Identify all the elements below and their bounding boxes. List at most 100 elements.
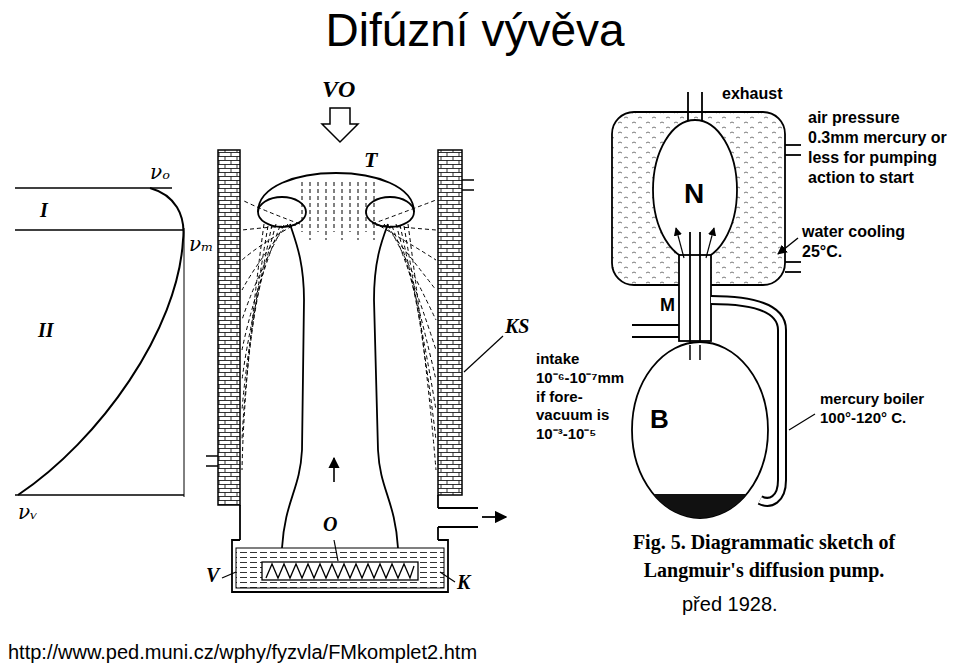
glass-tube: [676, 228, 684, 258]
glass-tube: [689, 232, 691, 345]
vapor-jet: [388, 225, 436, 320]
annotation: water cooling 25°C.: [802, 222, 942, 262]
cooling-jacket: [438, 150, 462, 495]
pump-body: [437, 527, 439, 540]
vapor-jet: [326, 182, 327, 240]
nozzle-chimney: [374, 224, 398, 548]
glass-tube: [699, 232, 701, 345]
vapor-jet: [374, 182, 375, 240]
velocity-graph: [15, 187, 172, 189]
vapor-jet: [384, 224, 436, 290]
pump-body: [232, 540, 448, 592]
liquid: [236, 548, 444, 588]
leader-line: [464, 336, 503, 372]
leader-line: [440, 572, 455, 582]
vapor-jet: [400, 225, 436, 410]
leader-line: [334, 540, 338, 561]
vapor-jet: [242, 200, 300, 224]
inlet-label: VO: [322, 74, 355, 104]
vapor-jet: [392, 226, 436, 350]
vapor-jet: [242, 224, 264, 470]
velocity-graph: [18, 188, 183, 495]
annotation: intake 10⁻⁶-10⁻⁷mm if fore- vacuum is 10…: [536, 350, 626, 444]
nozzle-cap: [366, 197, 414, 227]
glass-tube: [706, 228, 714, 258]
part-label: V: [206, 563, 219, 588]
part-label: K: [457, 570, 470, 595]
vapor-jet: [342, 182, 343, 240]
page-title: Difúzní vývěva: [0, 2, 955, 60]
vapor-jet: [242, 182, 436, 470]
flow-arrow: [322, 108, 358, 142]
side-tube: [789, 414, 815, 430]
vapor-jet: [334, 182, 335, 232]
annotation: air pressure 0.3mm mercury or less for p…: [808, 108, 948, 188]
liquid: [236, 548, 444, 588]
region-label: I: [40, 198, 48, 223]
vapor-jet: [408, 224, 436, 470]
annotation: exhaust: [722, 84, 782, 104]
vapor-jet: [242, 226, 268, 440]
boiler-bulb: [689, 345, 691, 360]
vapor-jet: [310, 182, 311, 240]
vapor-jet: [404, 226, 436, 440]
vapor-jet: [358, 182, 359, 240]
boiler-bulb: [632, 342, 768, 518]
vapor-jet: [318, 182, 319, 232]
region-label: II: [38, 318, 54, 343]
vapor-jet: [242, 224, 276, 380]
glass-tube: [679, 255, 711, 341]
nozzle-chimney: [282, 224, 304, 548]
pump-body: [239, 505, 241, 540]
glass-tube: [632, 92, 737, 345]
vapor-jet: [350, 182, 351, 232]
water-jacket: [785, 271, 801, 273]
glass-tube: [632, 336, 679, 338]
source-url: http://www.ped.muni.cz/wphy/fyzvla/FMkom…: [8, 640, 477, 665]
cooling-jacket: [462, 179, 474, 181]
velocity-graph: [15, 229, 184, 231]
vapor-jet: [242, 226, 280, 350]
pump-body: [437, 495, 439, 508]
vapor-jet: [242, 226, 292, 260]
cooling-jacket: [206, 455, 218, 457]
heater: [266, 564, 414, 578]
water-jacket: [785, 261, 801, 263]
pump-body: [438, 526, 478, 528]
vapor-jet: [242, 224, 288, 290]
pump-body: [482, 516, 506, 518]
figure-caption: Fig. 5. Diagrammatic sketch of Langmuir'…: [583, 528, 945, 584]
cooling-jacket: [462, 189, 474, 191]
part-label: O: [323, 512, 337, 537]
nozzle-cap: [258, 173, 414, 227]
boiler-bulb: [630, 342, 770, 524]
leader-line: [222, 572, 236, 578]
water-jacket: [785, 144, 801, 146]
cooling-jacket: [218, 150, 240, 505]
nozzle-chimney: [282, 224, 398, 548]
leader-line: [222, 336, 503, 582]
water-jacket: [778, 238, 798, 254]
nozzle-cap: [258, 197, 306, 227]
velocity-graph: [15, 494, 184, 496]
pump-body: [438, 507, 478, 509]
heater: [262, 562, 418, 580]
part-label: B: [650, 403, 669, 436]
vapor-jet: [302, 182, 303, 232]
vapor-jet: [372, 200, 436, 224]
part-label: T: [364, 146, 377, 174]
glass-tube: [632, 324, 679, 326]
flow-arrow: [322, 108, 358, 482]
part-label: KS: [505, 314, 529, 339]
heater: [262, 562, 418, 580]
velocity-graph: [184, 228, 185, 497]
velocity-label: νᵥ: [18, 500, 38, 525]
part-label: N: [684, 176, 704, 211]
cooling-jacket: [206, 465, 218, 467]
velocity-label: νₘ: [189, 232, 213, 257]
nozzle-cap: [258, 173, 414, 212]
velocity-label: νₒ: [150, 160, 170, 185]
annotation: mercury boiler 100°-120° C.: [820, 390, 935, 428]
cooling-jacket: [206, 150, 474, 505]
